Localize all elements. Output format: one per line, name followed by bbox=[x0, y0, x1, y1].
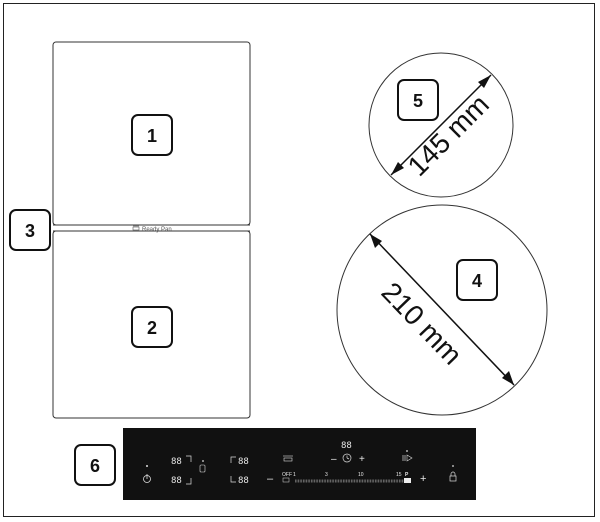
pause-indicator-dot bbox=[406, 450, 408, 452]
zone2-top-bracket bbox=[230, 456, 236, 463]
zone1-link-icon[interactable] bbox=[199, 464, 206, 473]
zone2-display-bottom[interactable]: 88 bbox=[238, 476, 249, 486]
small-zone-dim-line bbox=[390, 74, 492, 176]
zone2-bottom-bracket bbox=[230, 476, 236, 483]
large-zone-dim-line bbox=[369, 233, 515, 386]
callout-6-box bbox=[74, 444, 116, 486]
pan-icon bbox=[132, 225, 140, 231]
callout-5-box bbox=[397, 79, 439, 121]
lower-zone-outline bbox=[52, 230, 251, 419]
clock-icon[interactable] bbox=[342, 453, 352, 463]
callout-1-box bbox=[131, 114, 173, 156]
callout-4: 4 bbox=[472, 271, 482, 291]
timer-plus-button[interactable]: + bbox=[359, 454, 365, 465]
callout-3: 3 bbox=[25, 221, 35, 241]
pause-play-icon[interactable] bbox=[402, 454, 413, 462]
large-zone-circle bbox=[336, 204, 548, 416]
scale-label-10: 10 bbox=[358, 472, 364, 478]
zone1-dot bbox=[202, 460, 204, 462]
callout-6: 6 bbox=[90, 456, 100, 476]
callout-4-box bbox=[456, 259, 498, 301]
small-zone-arrow-b bbox=[391, 162, 404, 175]
callout-1: 1 bbox=[147, 126, 157, 146]
callout-2: 2 bbox=[147, 318, 157, 338]
scale-label-1: 1 bbox=[293, 472, 296, 478]
zone-display-top[interactable]: 88 bbox=[171, 457, 182, 467]
zone2-display-top[interactable]: 88 bbox=[238, 457, 249, 467]
outer-frame bbox=[3, 3, 595, 517]
callout-5: 5 bbox=[413, 91, 423, 111]
power-slider[interactable] bbox=[295, 478, 411, 483]
timer-minus-button[interactable]: – bbox=[331, 454, 337, 465]
ready-pan-label: Ready Pan bbox=[142, 227, 172, 233]
zone-display-bottom[interactable]: 88 bbox=[171, 476, 182, 486]
lock-indicator-dot bbox=[452, 465, 454, 467]
off-label: OFF bbox=[282, 472, 292, 478]
scale-label-p: P bbox=[405, 472, 409, 478]
callout-2-box bbox=[131, 306, 173, 348]
zone1-top-bracket bbox=[186, 455, 192, 462]
boost-icon[interactable] bbox=[282, 477, 290, 483]
upper-zone-outline bbox=[52, 41, 251, 226]
scale-label-15: 15 bbox=[396, 472, 402, 478]
timer-display: 88 bbox=[341, 441, 352, 451]
power-icon[interactable] bbox=[143, 474, 151, 483]
pan-sensor-icon[interactable] bbox=[283, 455, 293, 462]
small-zone-arrow-a bbox=[478, 75, 491, 88]
callout-3-box bbox=[9, 209, 51, 251]
small-zone-circle bbox=[368, 52, 514, 198]
control-panel bbox=[123, 428, 476, 500]
zone1-bottom-bracket bbox=[186, 478, 192, 485]
large-zone-arrow-b bbox=[502, 371, 514, 385]
large-zone-arrow-a bbox=[370, 234, 382, 248]
scale-label-3: 3 bbox=[325, 472, 328, 478]
power-plus-button[interactable]: + bbox=[420, 473, 426, 485]
lock-icon[interactable] bbox=[449, 471, 457, 482]
power-indicator-dot bbox=[146, 465, 148, 467]
power-minus-button[interactable]: – bbox=[267, 473, 274, 485]
